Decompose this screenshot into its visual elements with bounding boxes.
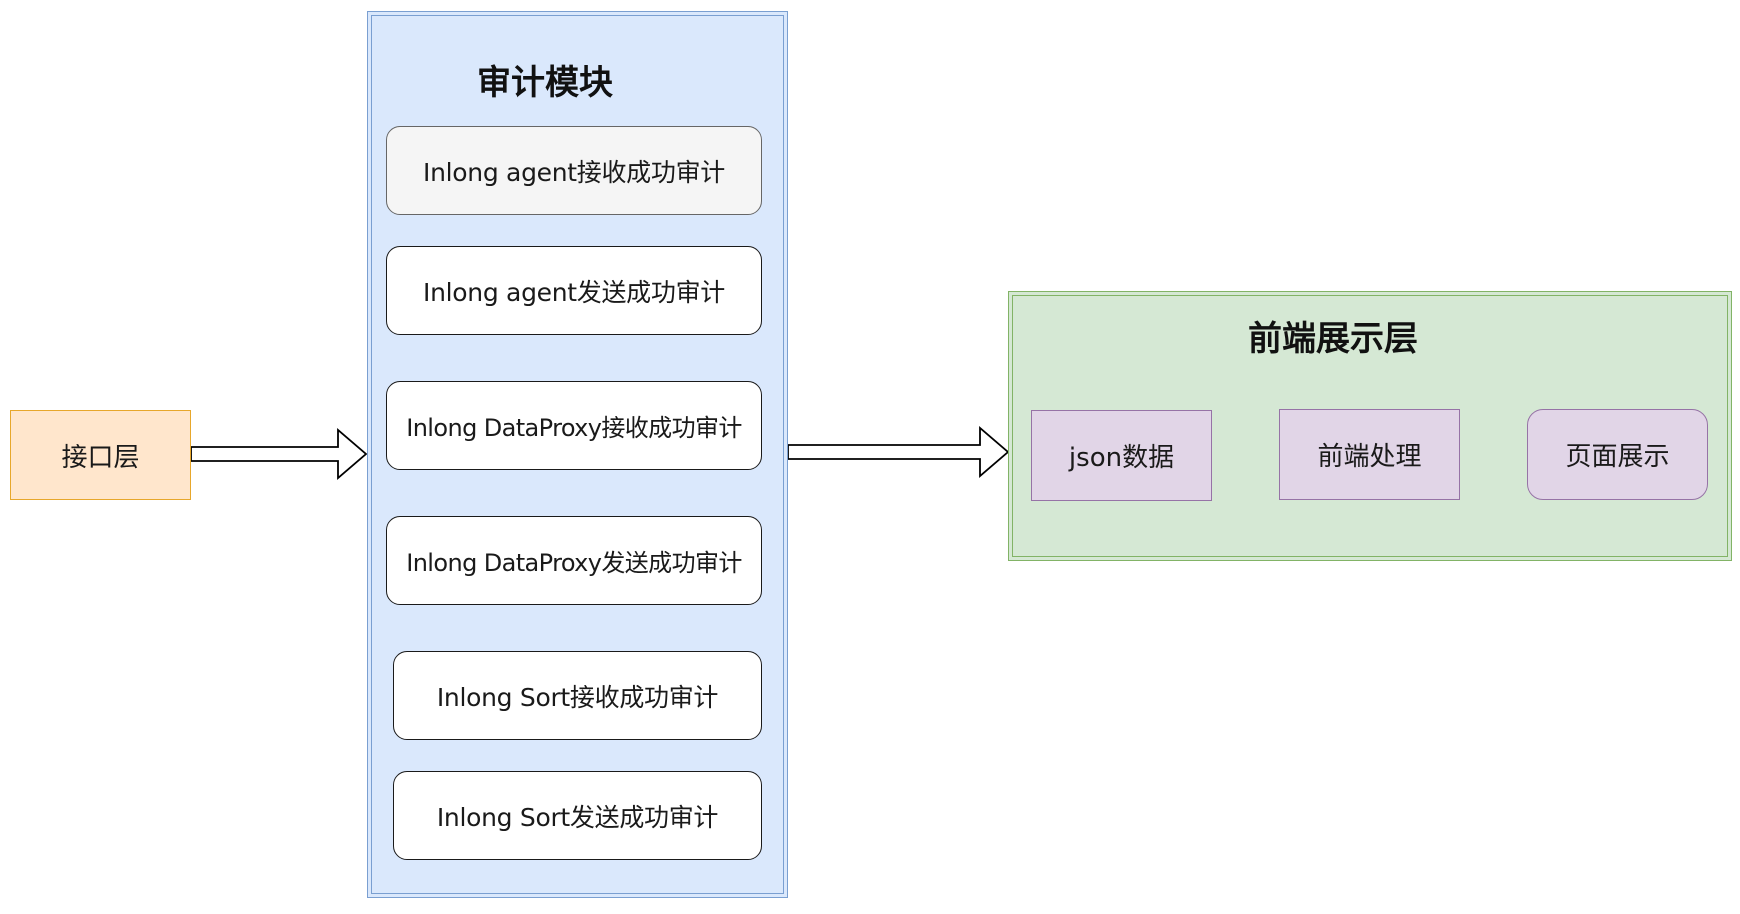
- audit-item-sort-send: Inlong Sort发送成功审计: [393, 771, 762, 860]
- audit-item-label: Inlong DataProxy发送成功审计: [406, 549, 742, 577]
- audit-item-agent-send: Inlong agent发送成功审计: [386, 246, 762, 335]
- audit-item-label: Inlong Sort接收成功审计: [436, 682, 719, 712]
- frontend-step-processing: 前端处理: [1279, 409, 1460, 500]
- frontend-step-label: 前端处理: [1317, 442, 1422, 472]
- hollow-arrow-interface-to-audit: [190, 428, 368, 480]
- audit-item-label: Inlong agent接收成功审计: [423, 157, 725, 187]
- interface-layer-box: 接口层: [10, 410, 191, 500]
- audit-item-label: Inlong DataProxy接收成功审计: [406, 414, 742, 442]
- audit-item-sort-receive: Inlong Sort接收成功审计: [393, 651, 762, 740]
- frontend-layer-title: 前端展示层: [1248, 318, 1418, 359]
- audit-item-label: Inlong Sort发送成功审计: [436, 802, 719, 832]
- interface-layer-label: 接口层: [61, 442, 140, 473]
- frontend-step-json-data: json数据: [1031, 410, 1212, 501]
- audit-item-agent-receive: Inlong agent接收成功审计: [386, 126, 762, 215]
- audit-item-label: Inlong agent发送成功审计: [423, 277, 725, 307]
- audit-item-dataproxy-receive: Inlong DataProxy接收成功审计: [386, 381, 762, 470]
- audit-module-title: 审计模块: [477, 62, 613, 103]
- frontend-step-page-display: 页面展示: [1527, 409, 1708, 500]
- audit-item-dataproxy-send: Inlong DataProxy发送成功审计: [386, 516, 762, 605]
- hollow-arrow-audit-to-frontend: [787, 426, 1010, 478]
- frontend-step-label: 页面展示: [1565, 442, 1670, 472]
- frontend-step-label: json数据: [1068, 443, 1175, 473]
